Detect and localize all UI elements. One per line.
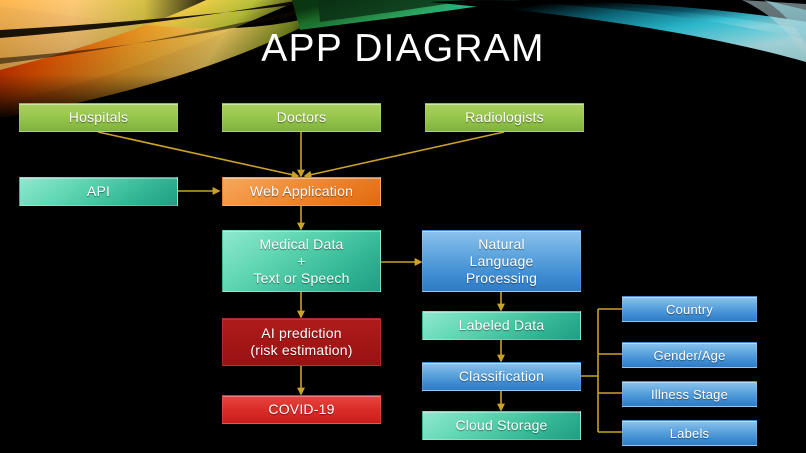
- node-gender-age-label: Gender/Age: [653, 347, 726, 363]
- node-hospitals-label: Hospitals: [68, 109, 129, 125]
- node-ai-prediction-label-line-1: AI prediction: [261, 325, 342, 341]
- node-ai-prediction[interactable]: AI prediction (risk estimation): [222, 318, 381, 366]
- node-covid-19[interactable]: COVID-19: [222, 395, 381, 424]
- node-api[interactable]: API: [19, 177, 178, 206]
- node-natural-language-processing[interactable]: Natural Language Processing: [422, 230, 581, 292]
- node-labeled-data[interactable]: Labeled Data: [422, 311, 581, 340]
- node-nlp-label-line-3: Processing: [465, 269, 538, 286]
- page-title: APP DIAGRAM: [261, 27, 545, 70]
- node-hospitals[interactable]: Hospitals: [19, 103, 178, 132]
- node-labels[interactable]: Labels: [622, 420, 757, 446]
- node-radiologists[interactable]: Radiologists: [425, 103, 584, 132]
- node-country-label: Country: [666, 301, 713, 317]
- node-nlp-label-line-1: Natural: [478, 235, 525, 252]
- node-labels-label: Labels: [669, 425, 710, 441]
- node-medical-data[interactable]: Medical Data + Text or Speech: [222, 230, 381, 292]
- node-doctors[interactable]: Doctors: [222, 103, 381, 132]
- node-gender-age[interactable]: Gender/Age: [622, 342, 757, 368]
- node-nlp-label-line-2: Language: [469, 252, 534, 269]
- node-radiologists-label: Radiologists: [465, 109, 544, 125]
- node-doctors-label: Doctors: [276, 109, 327, 125]
- node-medical-data-label-line-1: Medical Data: [259, 235, 344, 252]
- node-web-application-label: Web Application: [249, 183, 354, 199]
- node-medical-data-label-line-3: Text or Speech: [253, 269, 350, 286]
- node-labeled-data-label: Labeled Data: [458, 317, 545, 333]
- node-country[interactable]: Country: [622, 296, 757, 322]
- node-classification-label: Classification: [458, 368, 545, 384]
- node-classification[interactable]: Classification: [422, 362, 581, 391]
- node-medical-data-label-line-2: +: [297, 252, 306, 269]
- node-covid-19-label: COVID-19: [268, 401, 335, 417]
- node-web-application[interactable]: Web Application: [222, 177, 381, 206]
- node-illness-stage[interactable]: Illness Stage: [622, 381, 757, 407]
- node-api-label: API: [86, 183, 111, 199]
- node-illness-stage-label: Illness Stage: [650, 386, 729, 402]
- node-cloud-storage-label: Cloud Storage: [455, 417, 548, 433]
- node-ai-prediction-label-line-2: (risk estimation): [250, 342, 353, 358]
- node-cloud-storage[interactable]: Cloud Storage: [422, 411, 581, 440]
